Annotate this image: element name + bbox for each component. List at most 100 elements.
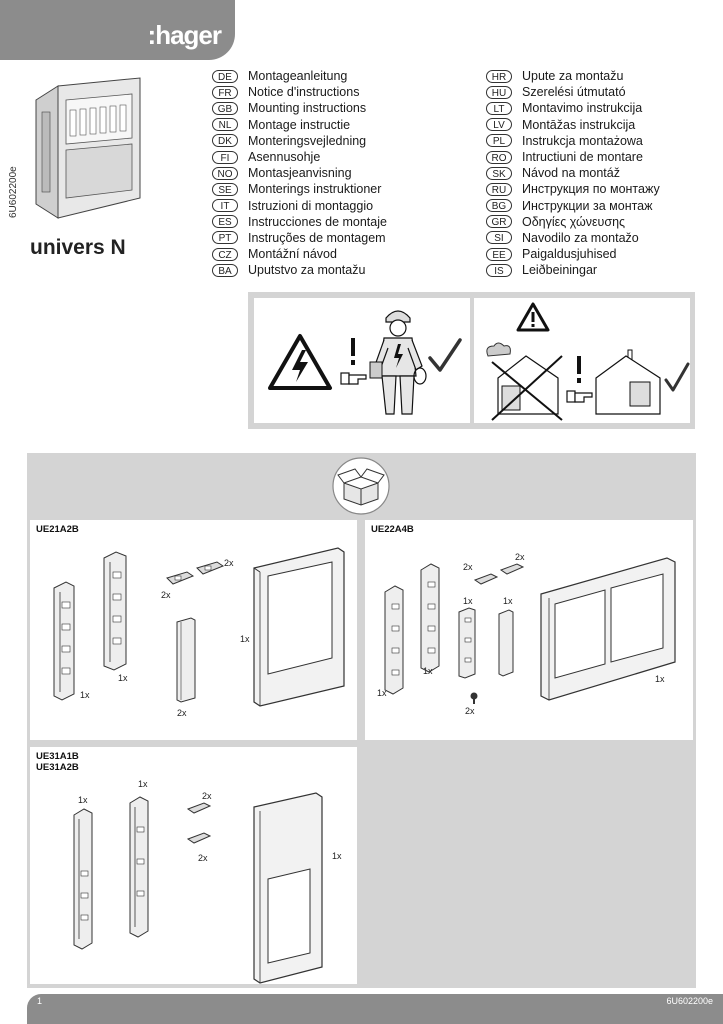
language-code-badge: SI bbox=[486, 231, 512, 245]
language-entry: ES Instrucciones de montaje bbox=[212, 214, 387, 230]
language-title: Intructiuni de montare bbox=[522, 149, 643, 164]
pointing-hand-icon bbox=[340, 372, 367, 385]
language-entry: PL Instrukcja montażowa bbox=[486, 133, 660, 149]
language-title: Uputstvo za montažu bbox=[248, 263, 366, 278]
language-code-badge: CZ bbox=[212, 247, 238, 261]
connector-clip-illustration-6 bbox=[186, 832, 212, 844]
din-rail-frame-illustration-6 bbox=[129, 796, 149, 938]
language-title: Monterings instruktioner bbox=[248, 182, 382, 197]
language-title: Instruções de montagem bbox=[248, 230, 386, 245]
language-code-badge: ES bbox=[212, 215, 238, 229]
brand-header-bar: :hager bbox=[0, 0, 235, 60]
language-code-badge: HR bbox=[486, 69, 512, 83]
quantity-label: 2x bbox=[161, 590, 171, 600]
electric-warning-panel bbox=[254, 298, 470, 423]
footer-document-number: 6U602200e bbox=[666, 996, 713, 1006]
language-code-badge: DE bbox=[212, 69, 238, 83]
language-code-badge: RU bbox=[486, 182, 512, 196]
quantity-label: 1x bbox=[118, 673, 128, 683]
screw-icon bbox=[470, 692, 478, 704]
pointing-hand-icon-2 bbox=[566, 390, 593, 403]
quantity-label: 2x bbox=[202, 791, 212, 801]
language-code-badge: IS bbox=[486, 263, 512, 277]
language-entry: SE Monterings instruktioner bbox=[212, 181, 387, 197]
language-code-badge: NO bbox=[212, 166, 238, 180]
language-title: Инструкции за монтаж bbox=[522, 198, 653, 213]
quantity-label: 1x bbox=[377, 688, 387, 698]
language-title: Asennusohje bbox=[248, 149, 321, 164]
language-entry: HR Upute za montažu bbox=[486, 68, 660, 84]
language-title: Monteringsvejledning bbox=[248, 133, 367, 148]
connector-clip-illustration-4 bbox=[499, 563, 525, 575]
language-title: Istruzioni di montaggio bbox=[248, 198, 374, 213]
language-code-badge: IT bbox=[212, 199, 238, 213]
language-code-badge: BA bbox=[212, 263, 238, 277]
warning-triangle-icon bbox=[516, 302, 550, 332]
language-title: Montážní návod bbox=[248, 247, 337, 262]
enclosure-cover-illustration bbox=[253, 547, 345, 707]
page-number: 1 bbox=[37, 996, 43, 1006]
outdoor-house-crossed-icon bbox=[486, 342, 563, 421]
enclosure-cover-illustration-3 bbox=[253, 792, 323, 984]
language-title: Montāžas instrukcija bbox=[522, 117, 636, 132]
language-code-badge: PT bbox=[212, 231, 238, 245]
quantity-label: 1x bbox=[423, 666, 433, 676]
quantity-label: 2x bbox=[463, 562, 473, 572]
language-title: Upute za montažu bbox=[522, 69, 624, 83]
language-title: Mounting instructions bbox=[248, 101, 367, 116]
quantity-label: 1x bbox=[78, 795, 88, 805]
quantity-label: 2x bbox=[515, 552, 525, 562]
language-entry: FI Asennusohje bbox=[212, 149, 387, 165]
enclosure-cover-illustration-2 bbox=[540, 557, 676, 701]
language-entry: RO Intructiuni de montare bbox=[486, 149, 660, 165]
terminal-block-illustration bbox=[458, 607, 476, 679]
kit-ue31a1b-ue31a2b: UE31A1B UE31A2B 1x 1x bbox=[30, 747, 357, 984]
language-entry: IT Istruzioni di montaggio bbox=[212, 198, 387, 214]
kit-title-line-2: UE31A2B bbox=[36, 762, 79, 773]
language-title: Paigaldusjuhised bbox=[522, 247, 617, 262]
quantity-label: 1x bbox=[80, 690, 90, 700]
check-mark-icon bbox=[428, 338, 462, 372]
quantity-label: 1x bbox=[463, 596, 473, 606]
language-title: Návod na montáž bbox=[522, 166, 620, 181]
language-code-badge: LT bbox=[486, 101, 512, 115]
language-title: Notice d'instructions bbox=[248, 85, 360, 100]
language-code-badge: GR bbox=[486, 215, 512, 229]
language-code-badge: RO bbox=[486, 150, 512, 164]
quantity-label: 2x bbox=[198, 853, 208, 863]
product-name: univers N bbox=[30, 236, 126, 259]
quantity-label: 1x bbox=[138, 779, 148, 789]
language-code-badge: PL bbox=[486, 134, 512, 148]
language-entry: PT Instruções de montagem bbox=[212, 230, 387, 246]
language-entry: BA Uputstvo za montažu bbox=[212, 262, 387, 278]
safety-warning-panel bbox=[248, 292, 695, 429]
language-code-badge: FI bbox=[212, 150, 238, 164]
language-title: Montage instructie bbox=[248, 117, 351, 132]
language-title: Οδηγίες χώνευσης bbox=[522, 214, 626, 229]
language-title: Instrucciones de montaje bbox=[248, 214, 387, 229]
din-rail-frame-illustration bbox=[53, 581, 75, 701]
document-number-vertical: 6U602200e bbox=[8, 166, 19, 218]
blanking-plate-illustration bbox=[176, 617, 196, 703]
connector-clip-illustration-2 bbox=[196, 561, 225, 575]
electrician-figure-icon bbox=[369, 310, 427, 415]
quantity-label: 2x bbox=[465, 706, 475, 716]
language-title: Instrukcja montażowa bbox=[522, 133, 643, 148]
kit-title: UE21A2B bbox=[36, 524, 79, 535]
quantity-label: 2x bbox=[177, 708, 187, 718]
din-rail-frame-illustration-5 bbox=[73, 808, 93, 950]
din-rail-frame-illustration-2 bbox=[103, 551, 127, 671]
blanking-plate-illustration-2 bbox=[498, 609, 514, 677]
language-code-badge: SE bbox=[212, 182, 238, 196]
quantity-label: 1x bbox=[503, 596, 513, 606]
